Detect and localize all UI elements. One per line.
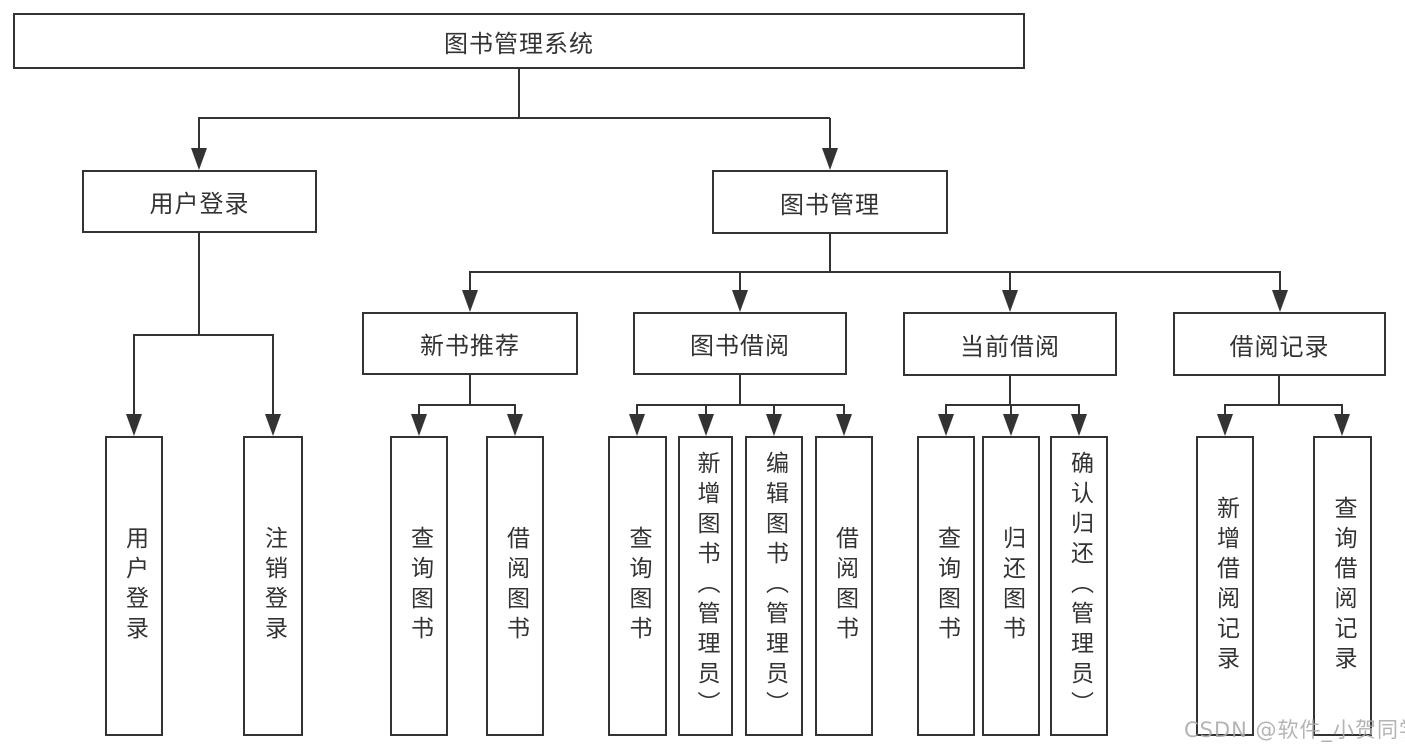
node-book-management: 图书管理: [712, 170, 948, 234]
node-user-login-label: 用户登录: [121, 526, 148, 646]
connector-line: [1341, 405, 1343, 416]
arrow-down-icon: [126, 414, 142, 436]
connector-line: [945, 404, 1080, 406]
arrow-down-icon: [191, 148, 207, 170]
connector-line: [1279, 272, 1281, 292]
node-logout-label: 注销登录: [260, 526, 287, 646]
connector-line: [705, 405, 707, 416]
arrow-down-icon: [1272, 290, 1288, 312]
node-new-book-recommend: 新书推荐: [362, 312, 578, 375]
node-library-system-label: 图书管理系统: [444, 29, 594, 58]
node-library-system: 图书管理系统: [13, 13, 1025, 69]
node-br-query-record-label: 查询借阅记录: [1330, 496, 1356, 676]
node-br-query-record: 查询借阅记录: [1313, 436, 1372, 736]
node-br-add-record-label: 新增借阅记录: [1212, 496, 1239, 676]
arrow-down-icon: [629, 414, 645, 436]
node-user-login-group-label: 用户登录: [149, 190, 250, 218]
node-cb-confirm-return-admin-label: 确认归还（管理员）: [1066, 451, 1093, 721]
arrow-down-icon: [411, 414, 427, 436]
node-bb-add-books-admin-label: 新增图书（管理员）: [693, 451, 719, 721]
node-cb-return-books-label: 归还图书: [998, 526, 1025, 646]
arrow-down-icon: [1334, 414, 1350, 436]
node-current-borrowing: 当前借阅: [903, 312, 1117, 376]
connector-line: [829, 234, 831, 273]
connector-line: [198, 117, 830, 119]
connector-line: [198, 118, 200, 150]
node-bb-add-books-admin: 新增图书（管理员）: [678, 436, 733, 736]
connector-line: [1078, 405, 1080, 416]
connector-line: [133, 335, 135, 416]
connector-line: [418, 405, 420, 416]
arrow-down-icon: [1003, 414, 1019, 436]
connector-line: [272, 335, 274, 416]
node-user-login-group: 用户登录: [82, 170, 317, 233]
arrow-down-icon: [507, 414, 523, 436]
connector-line: [469, 375, 471, 406]
node-user-login: 用户登录: [105, 436, 163, 736]
connector-line: [739, 272, 741, 292]
node-cb-return-books: 归还图书: [982, 436, 1040, 736]
node-br-add-record: 新增借阅记录: [1196, 436, 1254, 736]
connector-line: [133, 334, 274, 336]
connector-line: [829, 118, 831, 150]
arrow-down-icon: [836, 414, 852, 436]
node-current-borrowing-label: 当前借阅: [960, 332, 1060, 361]
connector-line: [469, 272, 471, 292]
arrow-down-icon: [1002, 290, 1018, 312]
arrow-down-icon: [822, 148, 838, 170]
node-bb-query-books: 查询图书: [608, 436, 667, 736]
node-bb-borrow-books-label: 借阅图书: [831, 526, 858, 646]
node-bb-edit-books-admin-label: 编辑图书（管理员）: [761, 451, 788, 721]
node-borrow-records: 借阅记录: [1173, 312, 1386, 376]
arrow-down-icon: [766, 414, 782, 436]
node-bb-query-books-label: 查询图书: [625, 526, 651, 646]
connector-line: [636, 404, 845, 406]
connector-line: [945, 405, 947, 416]
node-new-book-recommend-label: 新书推荐: [420, 332, 520, 360]
arrow-down-icon: [1071, 414, 1087, 436]
node-book-borrowing: 图书借阅: [633, 312, 847, 375]
connector-line: [518, 69, 520, 118]
connector-line: [1224, 405, 1226, 416]
connector-line: [636, 405, 638, 416]
connector-line: [469, 271, 1281, 273]
node-bb-edit-books-admin: 编辑图书（管理员）: [745, 436, 803, 736]
node-cb-query-books: 查询图书: [917, 436, 975, 736]
arrow-down-icon: [938, 414, 954, 436]
connector-line: [739, 375, 741, 406]
node-nb-query-books-label: 查询图书: [406, 526, 433, 646]
connector-line: [1009, 272, 1011, 292]
node-nb-query-books: 查询图书: [390, 436, 448, 736]
node-cb-query-books-label: 查询图书: [933, 526, 960, 646]
connector-line: [514, 405, 516, 416]
csdn-watermark: CSDN @软件_小贺同学: [1184, 718, 1405, 742]
arrow-down-icon: [462, 290, 478, 312]
connector-line: [1224, 404, 1343, 406]
connector-line: [773, 405, 775, 416]
node-cb-confirm-return-admin: 确认归还（管理员）: [1050, 436, 1108, 736]
connector-line: [418, 404, 516, 406]
arrow-down-icon: [732, 290, 748, 312]
node-book-borrowing-label: 图书借阅: [690, 332, 790, 360]
arrow-down-icon: [265, 414, 281, 436]
connector-line: [843, 405, 845, 416]
node-nb-borrow-books: 借阅图书: [486, 436, 544, 736]
node-bb-borrow-books: 借阅图书: [815, 436, 873, 736]
connector-line: [1010, 405, 1012, 416]
node-book-management-label: 图书管理: [780, 190, 880, 219]
connector-line: [198, 233, 200, 336]
node-logout: 注销登录: [243, 436, 303, 736]
connector-line: [1009, 376, 1011, 406]
arrow-down-icon: [698, 414, 714, 436]
node-borrow-records-label: 借阅记录: [1229, 332, 1330, 361]
arrow-down-icon: [1217, 414, 1233, 436]
node-nb-borrow-books-label: 借阅图书: [502, 526, 529, 646]
connector-line: [1278, 376, 1280, 406]
